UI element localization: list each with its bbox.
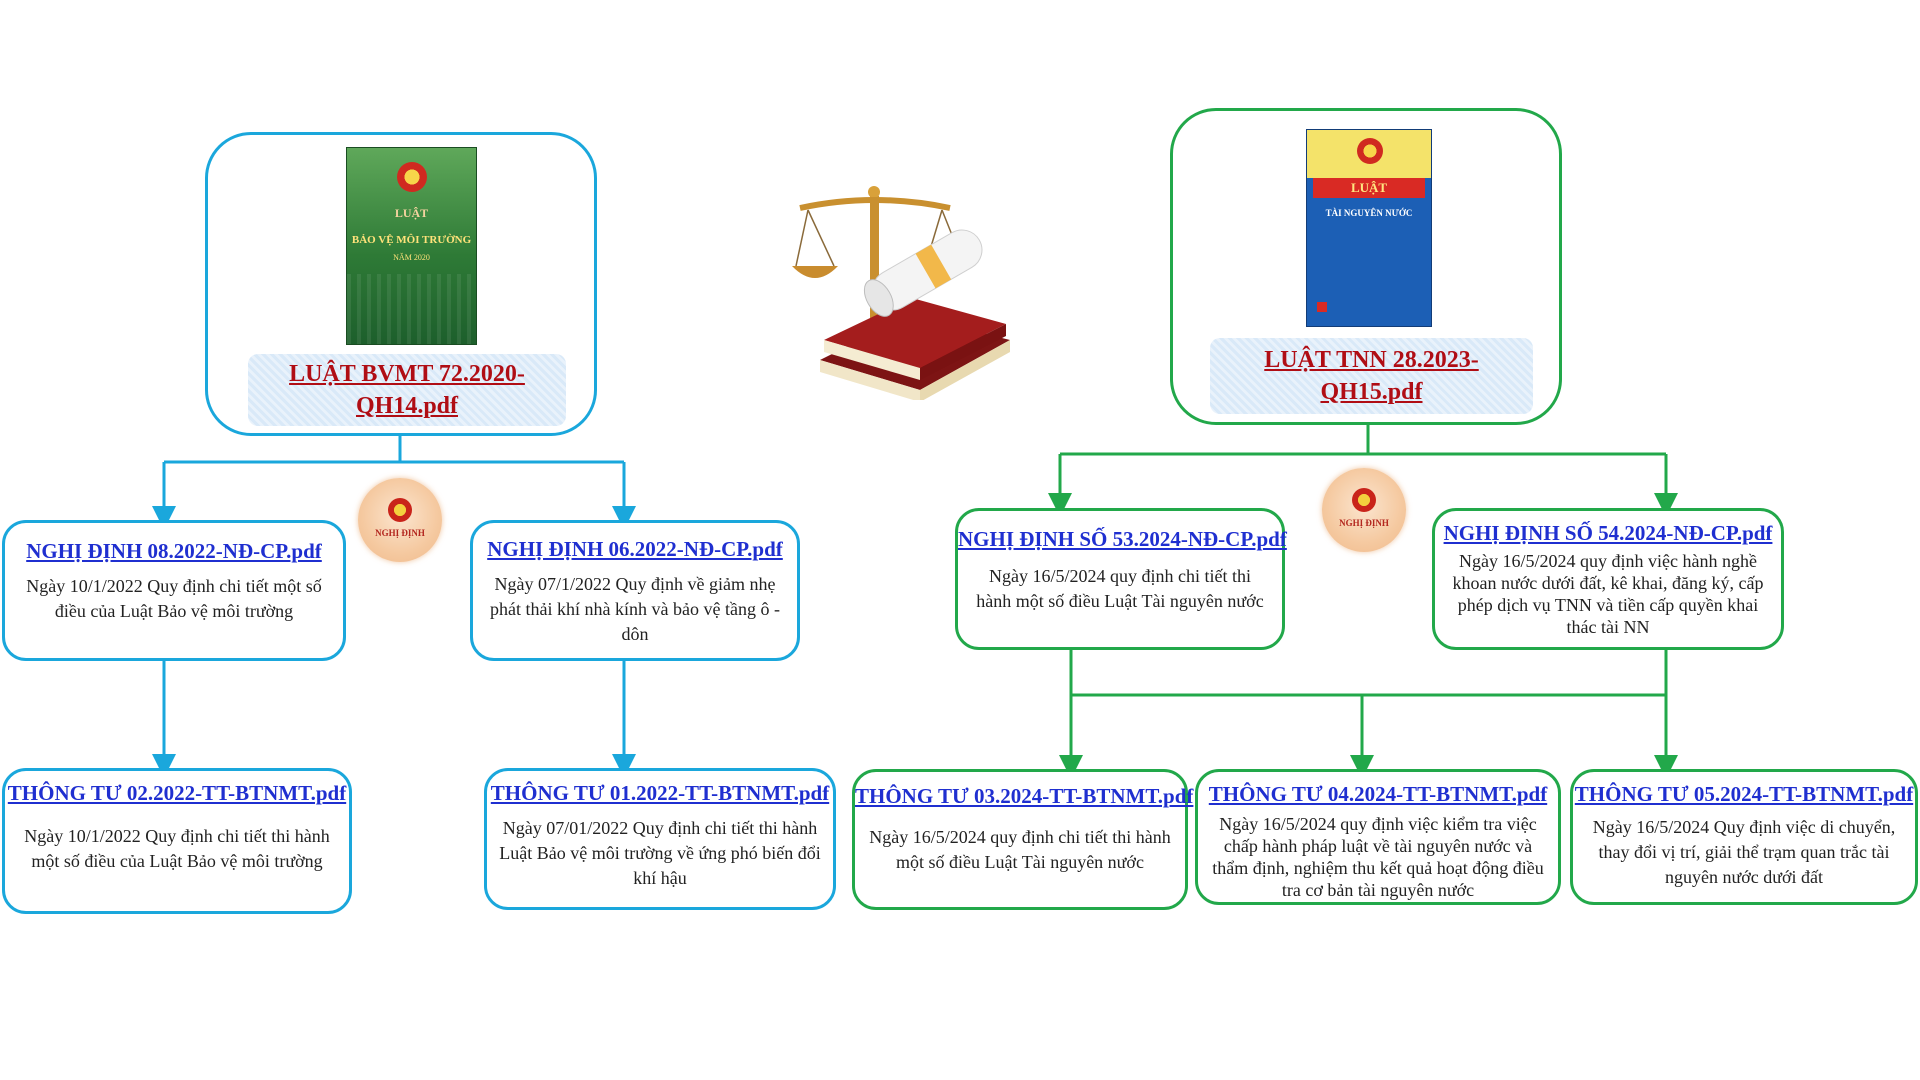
decree-54-2024-desc: Ngày 16/5/2024 quy định việc hành nghề k…	[1452, 551, 1764, 637]
circular-04-2024-link[interactable]: THÔNG TƯ 04.2024-TT-BTNMT.pdf	[1208, 782, 1548, 806]
decree-06-2022-link[interactable]: NGHỊ ĐỊNH 06.2022-NĐ-CP.pdf	[487, 537, 783, 561]
law-bvmt-card: LUẬT BẢO VỆ MÔI TRƯỜNG NĂM 2020 LUẬT BVM…	[205, 132, 597, 436]
decree-54-2024-card: NGHỊ ĐỊNH SỐ 54.2024-NĐ-CP.pdf Ngày 16/5…	[1432, 508, 1784, 650]
circular-01-2022-card: THÔNG TƯ 01.2022-TT-BTNMT.pdf Ngày 07/01…	[484, 768, 836, 910]
law-tnn-link[interactable]: LUẬT TNN 28.2023-QH15.pdf	[1264, 347, 1479, 405]
circular-04-2024-desc: Ngày 16/5/2024 quy định việc kiểm tra vi…	[1212, 814, 1544, 900]
left-connectors	[152, 436, 636, 778]
circular-03-2024-desc: Ngày 16/5/2024 quy định chi tiết thi hàn…	[869, 827, 1171, 872]
decree-emblem-right: NGHỊ ĐỊNH	[1322, 468, 1406, 552]
cover-red-band	[1313, 178, 1425, 198]
law-tnn-cover-image: LUẬT TÀI NGUYÊN NƯỚC	[1306, 129, 1432, 327]
law-tnn-label: LUẬT TNN 28.2023-QH15.pdf	[1210, 338, 1533, 414]
cover-line-1: LUẬT	[1350, 180, 1388, 195]
cover-line-2: BẢO VỆ MÔI TRƯỜNG	[351, 234, 472, 246]
decree-08-2022-link[interactable]: NGHỊ ĐỊNH 08.2022-NĐ-CP.pdf	[26, 539, 322, 563]
cover-line-2: TÀI NGUYÊN NƯỚC	[1325, 208, 1413, 218]
circular-04-2024-card: THÔNG TƯ 04.2024-TT-BTNMT.pdf Ngày 16/5/…	[1195, 769, 1561, 905]
circular-01-2022-desc: Ngày 07/01/2022 Quy định chi tiết thi hà…	[499, 818, 821, 888]
circular-03-2024-card: THÔNG TƯ 03.2024-TT-BTNMT.pdf Ngày 16/5/…	[852, 769, 1194, 910]
emblem-icon	[1357, 138, 1383, 164]
circular-05-2024-desc: Ngày 16/5/2024 Quy định việc di chuyển, …	[1592, 817, 1896, 887]
decree-06-2022-desc: Ngày 07/1/2022 Quy định về giảm nhẹ phát…	[490, 574, 780, 644]
decree-emblem-label: NGHỊ ĐỊNH	[375, 528, 425, 538]
cover-pattern	[347, 274, 476, 344]
decree-53-2024-desc: Ngày 16/5/2024 quy định chi tiết thi hàn…	[976, 566, 1264, 611]
decree-08-2022-desc: Ngày 10/1/2022 Quy định chi tiết một số …	[26, 576, 322, 621]
circular-03-2024-link[interactable]: THÔNG TƯ 03.2024-TT-BTNMT.pdf	[855, 784, 1194, 808]
national-emblem-icon	[1352, 488, 1376, 512]
decree-53-2024-card: NGHỊ ĐỊNH SỐ 53.2024-NĐ-CP.pdf Ngày 16/5…	[955, 508, 1287, 650]
decree-54-2024-link[interactable]: NGHỊ ĐỊNH SỐ 54.2024-NĐ-CP.pdf	[1443, 521, 1773, 545]
cover-line-1: LUẬT	[394, 206, 429, 220]
circular-02-2022-card: THÔNG TƯ 02.2022-TT-BTNMT.pdf Ngày 10/1/…	[2, 768, 352, 914]
emblem-icon	[397, 162, 427, 192]
law-bvmt-label: LUẬT BVMT 72.2020-QH14.pdf	[248, 354, 566, 426]
circular-02-2022-desc: Ngày 10/1/2022 Quy định chi tiết thi hàn…	[24, 826, 330, 871]
national-emblem-icon	[388, 498, 412, 522]
decree-06-2022-card: NGHỊ ĐỊNH 06.2022-NĐ-CP.pdf Ngày 07/1/20…	[470, 520, 800, 661]
circular-02-2022-link[interactable]: THÔNG TƯ 02.2022-TT-BTNMT.pdf	[7, 781, 347, 805]
decree-08-2022-card: NGHỊ ĐỊNH 08.2022-NĐ-CP.pdf Ngày 10/1/20…	[2, 520, 346, 661]
circular-05-2024-card: THÔNG TƯ 05.2024-TT-BTNMT.pdf Ngày 16/5/…	[1570, 769, 1918, 905]
law-tnn-card: LUẬT TÀI NGUYÊN NƯỚC LUẬT TNN 28.2023-QH…	[1170, 108, 1562, 425]
decree-emblem-label: NGHỊ ĐỊNH	[1339, 518, 1389, 528]
decree-53-2024-link[interactable]: NGHỊ ĐỊNH SỐ 53.2024-NĐ-CP.pdf	[958, 527, 1287, 551]
circular-05-2024-link[interactable]: THÔNG TƯ 05.2024-TT-BTNMT.pdf	[1574, 782, 1914, 806]
cover-line-3: NĂM 2020	[393, 253, 430, 262]
right-connectors	[1048, 425, 1678, 779]
law-bvmt-cover-image: LUẬT BẢO VỆ MÔI TRƯỜNG NĂM 2020	[346, 147, 477, 345]
law-bvmt-link[interactable]: LUẬT BVMT 72.2020-QH14.pdf	[289, 361, 525, 419]
circular-01-2022-link[interactable]: THÔNG TƯ 01.2022-TT-BTNMT.pdf	[490, 781, 830, 805]
cover-publisher-mark	[1317, 302, 1327, 312]
decree-emblem-left: NGHỊ ĐỊNH	[358, 478, 442, 562]
scales-of-justice-icon	[792, 186, 1010, 400]
